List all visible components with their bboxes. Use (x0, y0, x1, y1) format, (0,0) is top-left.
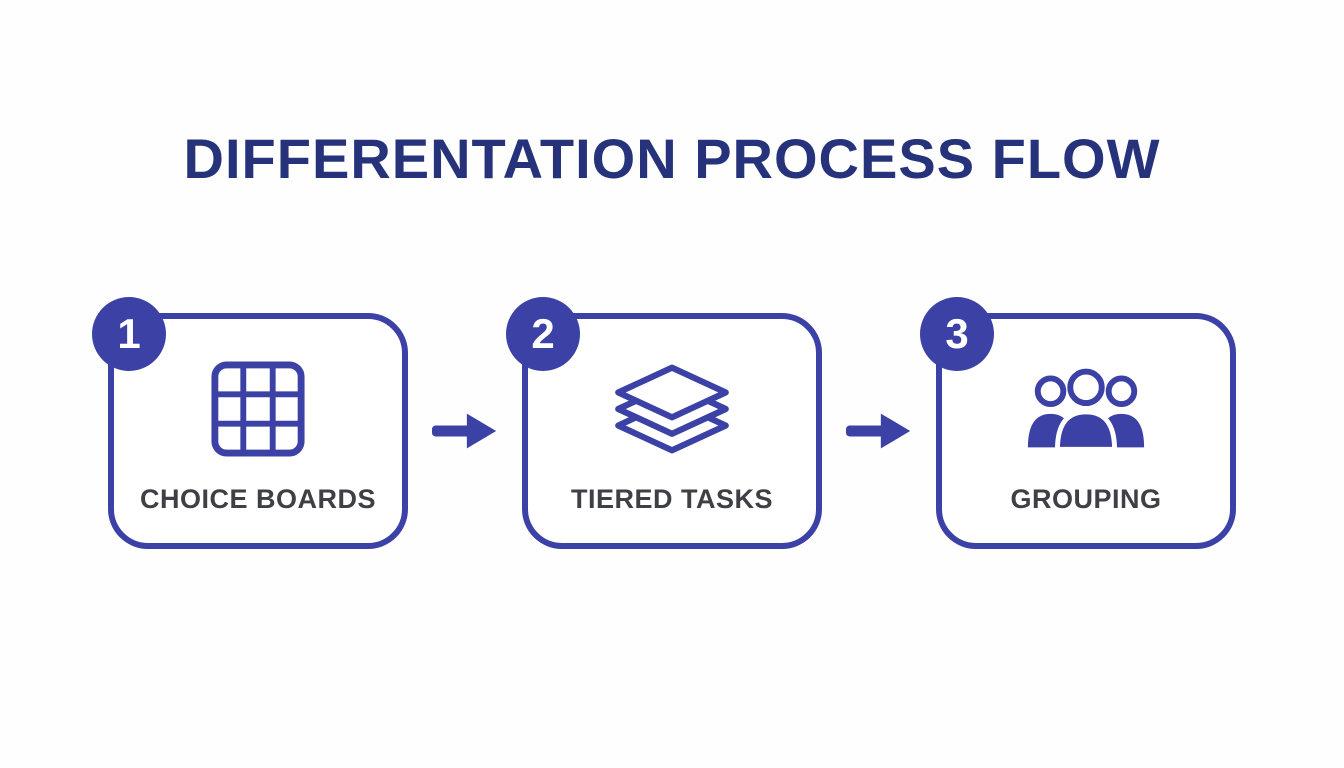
step-box-grouping: 3 GROUPING (920, 297, 1236, 549)
diagram-title: DIFFERENTATION PROCESS FLOW (183, 127, 1161, 190)
step-number-badge: 3 (920, 297, 994, 371)
flow-arrow-icon (432, 409, 498, 453)
choice-grid-icon (206, 319, 310, 484)
step-box-tiered-tasks: 2 TIERED TASKS (506, 297, 822, 549)
layers-icon (610, 319, 734, 484)
step-label: CHOICE BOARDS (139, 484, 376, 514)
people-group-icon (1022, 319, 1150, 484)
step-label: TIERED TASKS (570, 484, 773, 514)
flow-arrow-icon (846, 409, 912, 453)
flow-row: 1 CHOICE BOARDS 2 (0, 297, 1344, 549)
step-number-badge: 2 (506, 297, 580, 371)
step-box-choice-boards: 1 CHOICE BOARDS (92, 297, 408, 549)
step-label: GROUPING (1010, 484, 1162, 514)
step-number-badge: 1 (92, 297, 166, 371)
